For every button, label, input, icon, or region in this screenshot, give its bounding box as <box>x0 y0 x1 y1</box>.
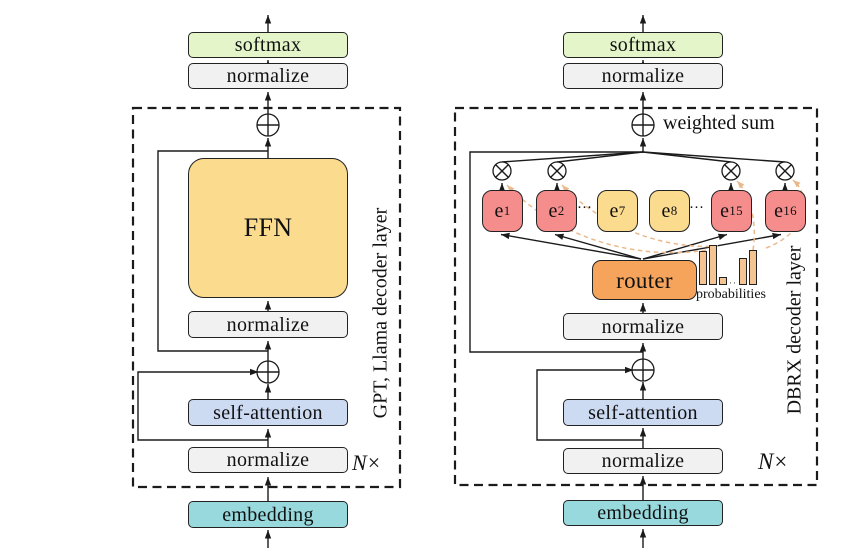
right-repeat-label: N× <box>758 449 787 475</box>
expert-label: e <box>720 200 730 222</box>
multiply-icons <box>492 161 795 181</box>
experts-ellipsis-right: ··· <box>689 200 704 216</box>
router-box: router <box>592 260 697 300</box>
left-normalize-bottom-box: normalize <box>188 447 348 473</box>
probability-bar <box>699 251 707 285</box>
left-add-icon-bottom <box>256 360 280 384</box>
probabilities-label: probabilities <box>696 287 766 302</box>
probability-bars: ·· <box>699 243 771 288</box>
left-repeat-label: N× <box>352 450 380 476</box>
expert-label: e <box>661 200 671 222</box>
expert-to-multiply-arrows <box>498 183 789 192</box>
left-add-icon-top <box>256 113 280 137</box>
expert-label: e <box>774 200 784 222</box>
expert-label: e <box>609 200 619 222</box>
right-moe-residual-skip <box>469 151 643 353</box>
weighted-sum-add-icon <box>631 113 655 137</box>
left-side-label: GPT, Llama decoder layer <box>369 207 392 419</box>
left-attention-residual-skip <box>137 368 268 441</box>
right-normalize-top-box: normalize <box>563 63 723 89</box>
right-repeat-times: × <box>774 449 788 474</box>
gpt-decoder-dashed-box <box>131 106 402 489</box>
left-self-attention-box: self-attention <box>188 399 348 426</box>
experts-ellipsis-left: ··· <box>577 200 592 216</box>
left-ffn-residual-skip <box>157 150 268 352</box>
right-add-icon-bottom <box>631 358 655 382</box>
right-repeat-n: N <box>758 449 774 474</box>
left-normalize-top-box: normalize <box>188 63 348 89</box>
left-normalize-mid-box: normalize <box>188 311 348 338</box>
right-normalize-bottom-box: normalize <box>563 448 723 474</box>
left-ffn-box: FFN <box>188 158 348 298</box>
left-embedding-box: embedding <box>188 501 348 528</box>
expert-label: e <box>494 200 504 222</box>
probability-bar <box>749 250 757 285</box>
probability-bar <box>709 245 717 285</box>
probability-bar <box>719 277 727 285</box>
expert-label: e <box>548 200 558 222</box>
weighted-sum-label: weighted sum <box>663 112 775 134</box>
left-softmax-box: softmax <box>188 32 348 58</box>
left-repeat-times: × <box>367 450 381 475</box>
right-attention-residual-skip <box>536 366 643 441</box>
right-softmax-box: softmax <box>563 32 723 58</box>
expert-output-fan-lines <box>501 151 786 163</box>
right-embedding-box: embedding <box>563 500 723 526</box>
left-repeat-n: N <box>352 450 367 475</box>
right-normalize-mid-box: normalize <box>563 313 723 340</box>
right-side-label: DBRX decoder layer <box>783 245 806 415</box>
right-self-attention-box: self-attention <box>563 399 723 426</box>
probability-bars-dots: ·· <box>729 278 737 288</box>
dbrx-decoder-dashed-box <box>453 106 819 487</box>
probability-bar <box>739 258 747 285</box>
